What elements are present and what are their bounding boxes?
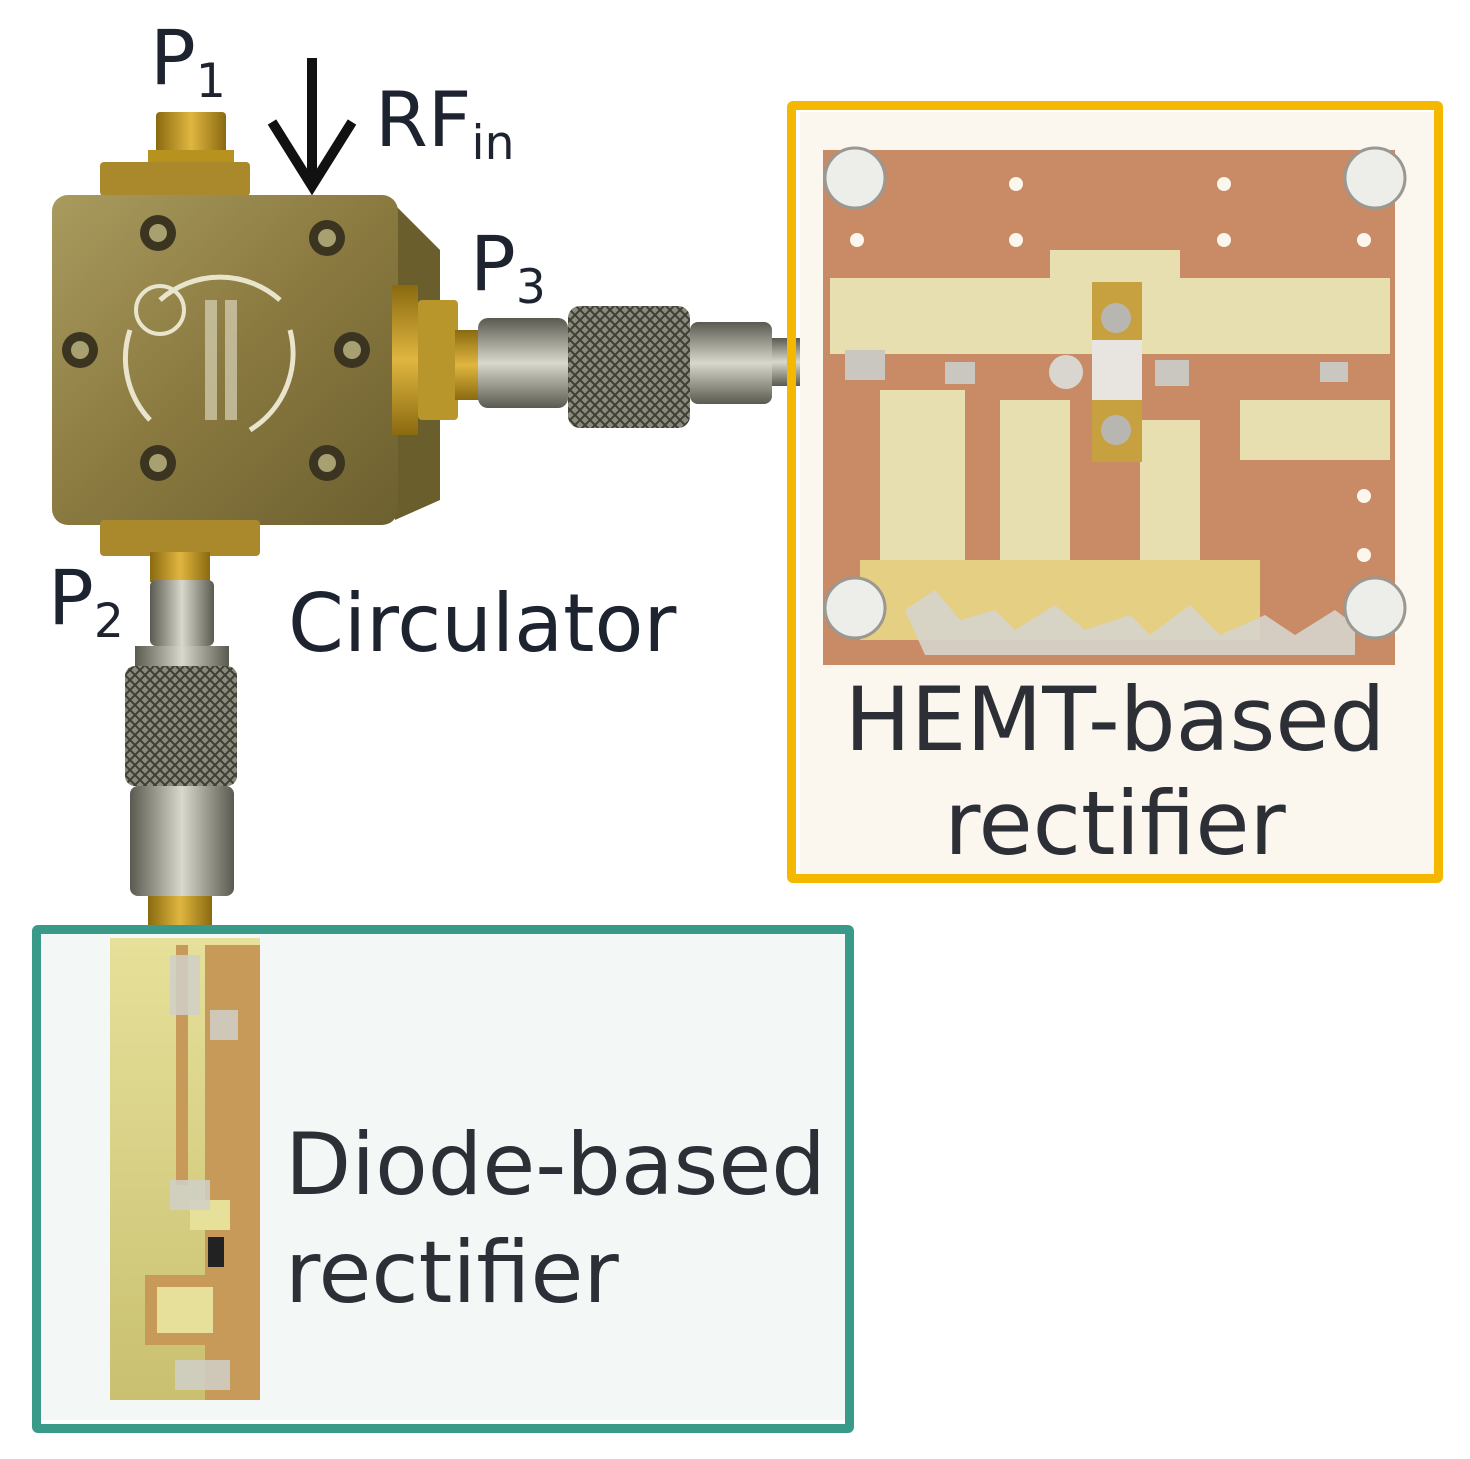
diode-label-line1: Diode-based xyxy=(285,1115,826,1215)
p3-sub: 3 xyxy=(515,260,546,316)
hemt-label-line1: HEMT-based xyxy=(844,668,1386,771)
diode-label-line2: rectifier xyxy=(285,1222,619,1323)
hemt-rectifier-outline xyxy=(787,101,1443,883)
circulator-device xyxy=(52,112,485,582)
diode-rectifier-label: Diode-based rectifier xyxy=(285,1112,826,1327)
p2-sub: 2 xyxy=(93,594,124,650)
cable-p2 xyxy=(125,580,237,951)
circulator-label: Circulator xyxy=(288,577,677,670)
p3-label: P3 xyxy=(470,226,546,312)
p2-main: P xyxy=(48,553,94,642)
cable-p3 xyxy=(478,306,835,428)
rf-in-main: RF xyxy=(375,75,472,164)
p3-main: P xyxy=(470,219,516,308)
p2-label: P2 xyxy=(48,560,124,646)
hemt-rectifier-board xyxy=(800,112,1435,878)
diode-rectifier-board xyxy=(40,930,848,1420)
hemt-label-line2: rectifier xyxy=(944,771,1286,875)
p1-label: P1 xyxy=(150,20,226,106)
down-arrow-icon xyxy=(267,58,357,196)
p1-sub: 1 xyxy=(195,54,226,110)
diode-rectifier-outline xyxy=(32,925,854,1433)
rf-in-sub: in xyxy=(471,116,515,172)
rf-in-label: RFin xyxy=(375,82,514,168)
hemt-rectifier-label: HEMT-based rectifier xyxy=(800,668,1430,876)
p1-main: P xyxy=(150,13,196,102)
